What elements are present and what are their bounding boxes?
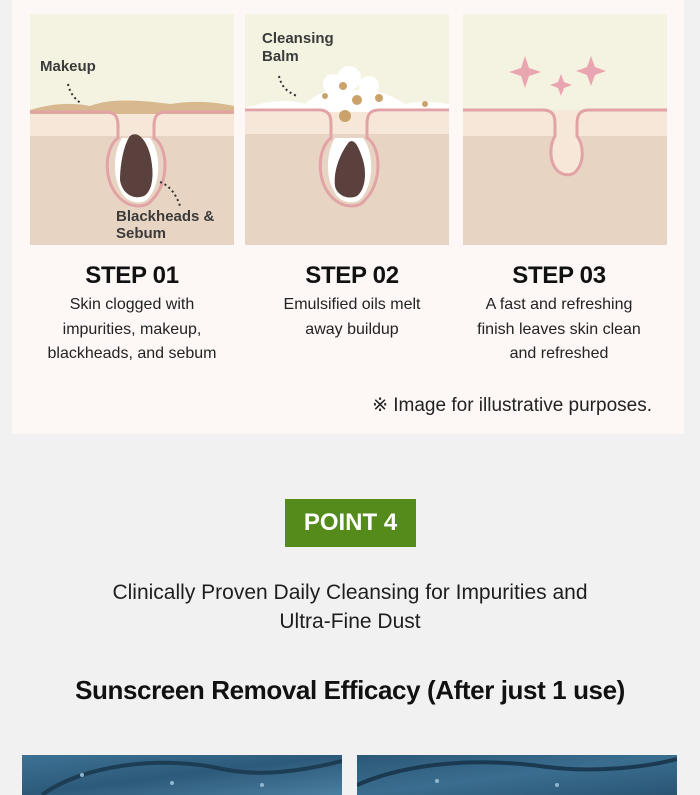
makeup-label: Makeup: [40, 58, 96, 75]
step-01-desc-line: blackheads, and sebum: [47, 345, 217, 362]
step-03-desc-line: finish leaves skin clean: [477, 320, 641, 338]
uv-skin-photo-before: [22, 755, 342, 795]
step-01-description: Skin clogged with impurities, makeup, bl…: [27, 293, 237, 367]
cleansing-balm-label-line1: Cleansing: [262, 30, 334, 47]
blackheads-label-line1: Blackheads &: [116, 208, 215, 225]
sparkle-icon: [509, 56, 541, 88]
efficacy-heading: Sunscreen Removal Efficacy (After just 1…: [75, 675, 625, 705]
sparkle-icon: [550, 74, 572, 96]
step-01-desc-line: Skin clogged with: [69, 296, 195, 313]
point-subtitle-line: Clinically Proven Daily Cleansing for Im…: [112, 581, 588, 604]
point-subtitle-line: Ultra-Fine Dust: [279, 610, 421, 633]
step-02-description: Emulsified oils melt away buildup: [247, 293, 457, 342]
uv-skin-photo-after: [357, 755, 677, 795]
after-photo: [357, 755, 677, 795]
step-03-illustration: [463, 14, 667, 245]
step-02-desc-line: Emulsified oils melt: [283, 296, 421, 313]
cleansing-balm-diagram: [245, 14, 449, 245]
step-03-title: STEP 03: [512, 262, 606, 289]
blackheads-label-line2: Sebum: [116, 225, 167, 242]
clogged-pore-diagram: [30, 14, 234, 245]
step-03-desc-line: and refreshed: [509, 345, 609, 362]
step-03-description: A fast and refreshing finish leaves skin…: [454, 293, 664, 367]
sparkle-icon: [576, 56, 606, 86]
point-badge: POINT 4: [285, 499, 416, 547]
step-02-desc-line: away buildup: [305, 320, 399, 338]
step-02-title: STEP 02: [305, 262, 399, 289]
step-01-illustration: Makeup Blackheads & Sebum: [30, 14, 234, 245]
step-03-desc-line: A fast and refreshing: [485, 296, 633, 313]
point-subtitle: Clinically Proven Daily Cleansing for Im…: [0, 578, 700, 636]
cleansing-balm-label-line2: Balm: [262, 48, 299, 65]
clean-pore-diagram: [463, 14, 667, 245]
step-01-desc-line: impurities, makeup,: [62, 320, 202, 338]
step-02-illustration: Cleansing Balm: [245, 14, 449, 245]
before-photo: [22, 755, 342, 795]
step-01-title: STEP 01: [85, 262, 179, 289]
illustrative-disclaimer: ※ Image for illustrative purposes.: [372, 395, 652, 416]
